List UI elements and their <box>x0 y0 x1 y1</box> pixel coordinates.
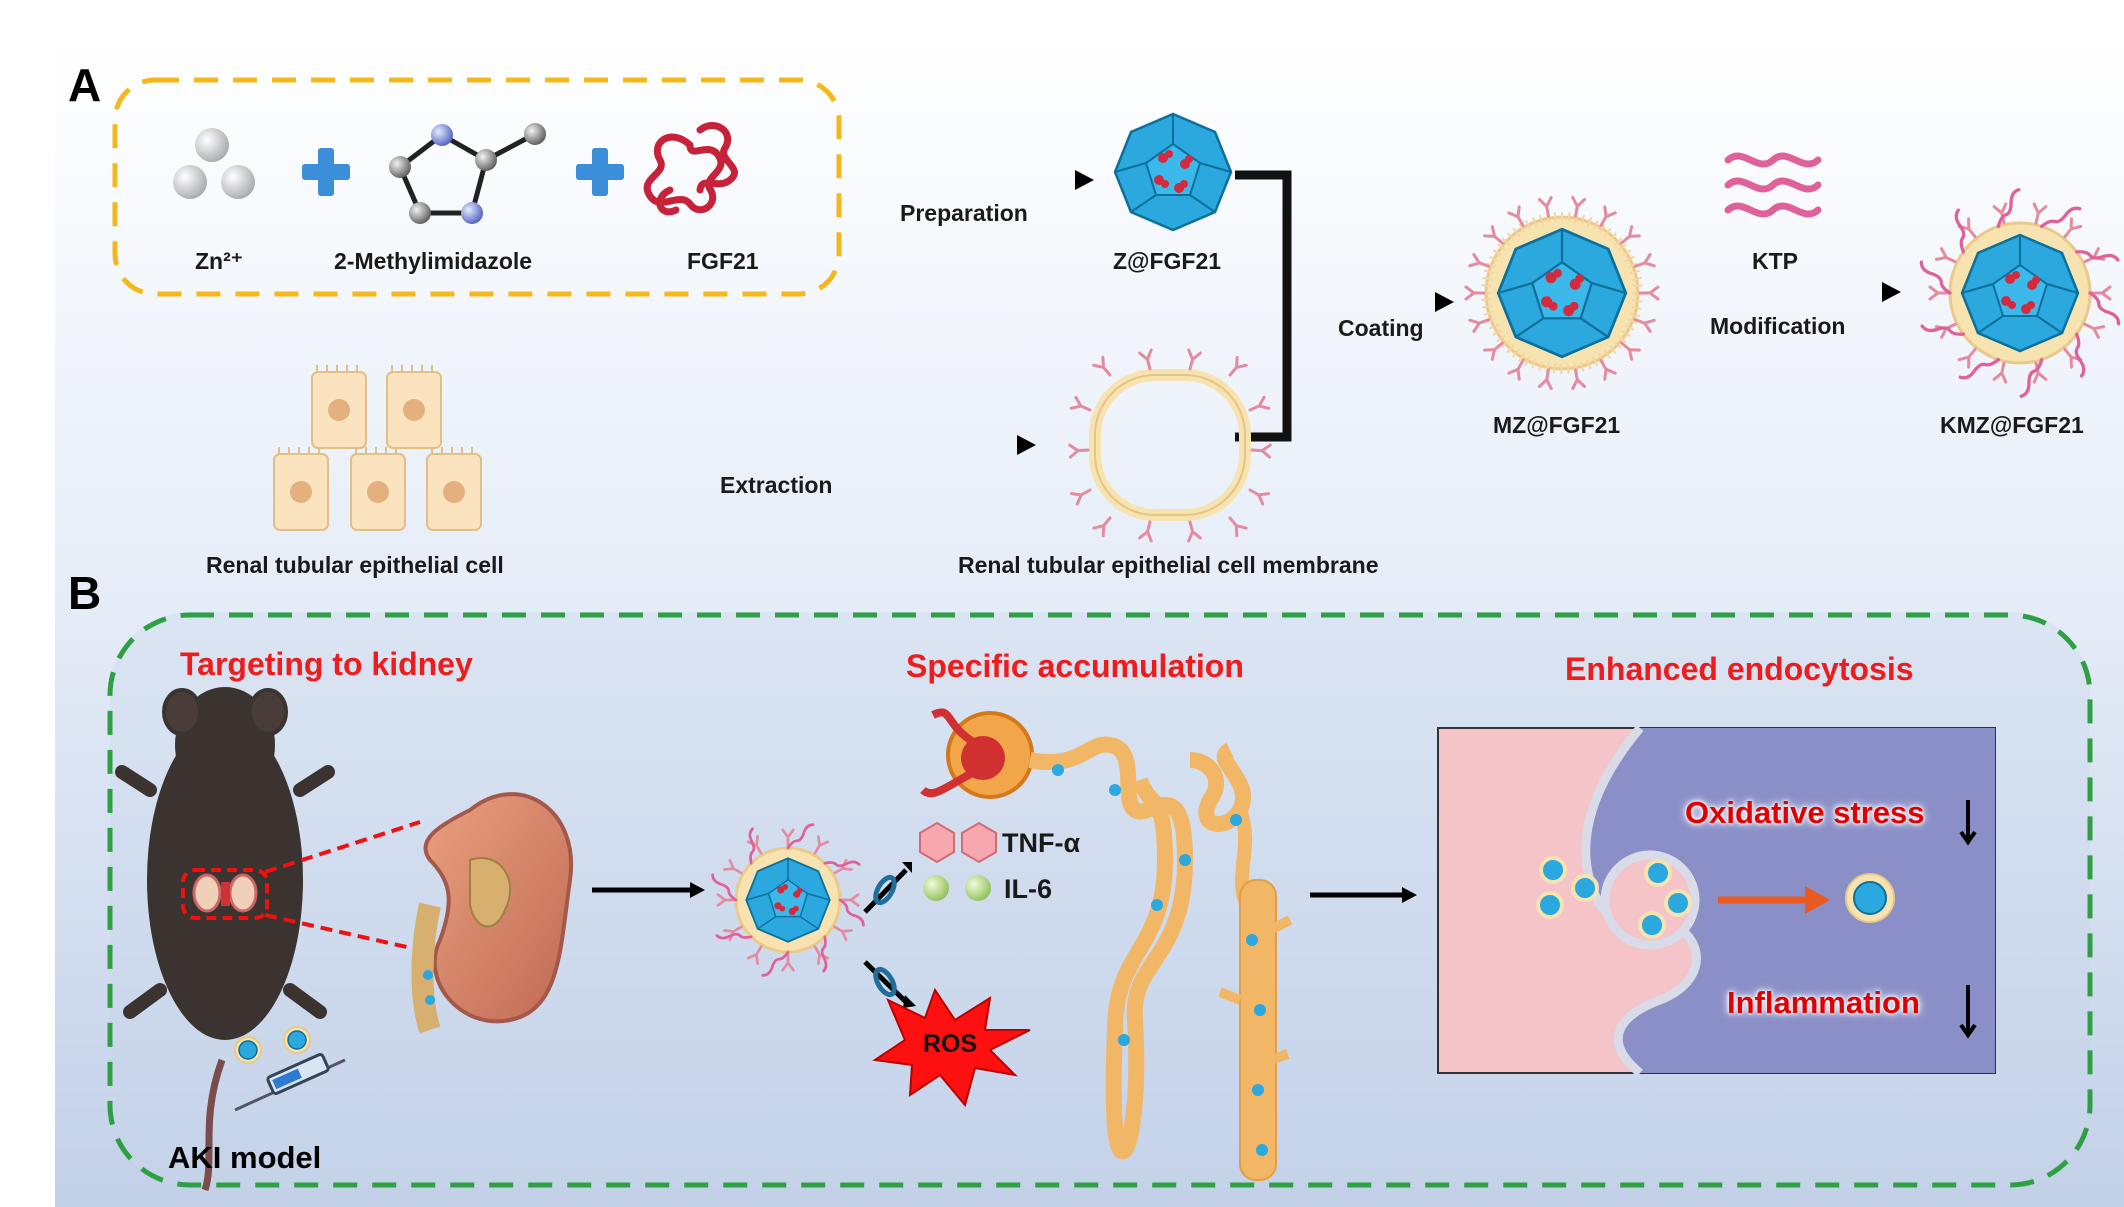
label-fgf21: FGF21 <box>687 248 759 274</box>
plus-icons <box>302 148 624 196</box>
zoom-line-bottom <box>264 913 421 952</box>
reagent-box <box>112 77 842 297</box>
kidney-illustration <box>411 792 574 1034</box>
cell-membrane-vesicle <box>1068 348 1272 543</box>
label-oxidative-stress: Oxidative stress <box>1685 795 1925 830</box>
zoom-line-top <box>264 820 421 874</box>
label-il6: IL-6 <box>1004 874 1053 904</box>
label-methylimidazole: 2-Methylimidazole <box>334 248 533 274</box>
syringe-icon <box>234 1053 346 1112</box>
label-preparation: Preparation <box>900 200 1028 226</box>
zif-particle <box>1113 112 1233 232</box>
il6-spheres <box>923 875 991 901</box>
tnf-hexagons <box>919 821 997 864</box>
panel-label-a: A <box>68 59 102 111</box>
endocytosis-panel <box>1437 725 1996 1077</box>
mz-particle <box>1464 195 1660 391</box>
mechanism-box <box>107 612 2093 1188</box>
label-accumulation: Specific accumulation <box>906 648 1244 684</box>
label-mz-fgf21: MZ@FGF21 <box>1493 412 1621 438</box>
label-cell-membrane: Renal tubular epithelial cell membrane <box>958 552 1379 578</box>
kmz-particle-b <box>711 823 865 977</box>
bracket <box>1235 170 1292 442</box>
kmz-particle <box>1919 188 2121 398</box>
label-targeting: Targeting to kidney <box>180 646 473 682</box>
label-epithelial-cell: Renal tubular epithelial cell <box>206 552 504 578</box>
label-ros: ROS <box>923 1030 978 1058</box>
label-modification: Modification <box>1710 313 1846 339</box>
label-endocytosis: Enhanced endocytosis <box>1565 651 1914 687</box>
label-aki-model: AKI model <box>168 1140 322 1175</box>
label-z-fgf21: Z@FGF21 <box>1113 248 1222 274</box>
label-coating: Coating <box>1338 315 1424 341</box>
ktp-peptide <box>1724 152 1822 218</box>
label-extraction: Extraction <box>720 472 833 498</box>
mouse-illustration <box>115 687 335 1192</box>
label-inflammation: Inflammation <box>1727 985 1920 1020</box>
ros-burst <box>872 987 1031 1108</box>
zinc-spheres <box>173 128 255 199</box>
imidazole-atoms <box>389 123 546 224</box>
label-kmz-fgf21: KMZ@FGF21 <box>1940 412 2084 438</box>
label-tnf: TNF-α <box>1002 828 1081 858</box>
block-icons <box>873 874 897 998</box>
inhibit-arrows <box>863 868 908 1004</box>
panel-label-b: B <box>68 567 102 619</box>
label-zinc: Zn²⁺ <box>195 248 243 274</box>
fgf21-protein <box>643 122 738 216</box>
label-ktp: KTP <box>1752 248 1798 274</box>
nephron-illustration <box>920 708 1293 1181</box>
